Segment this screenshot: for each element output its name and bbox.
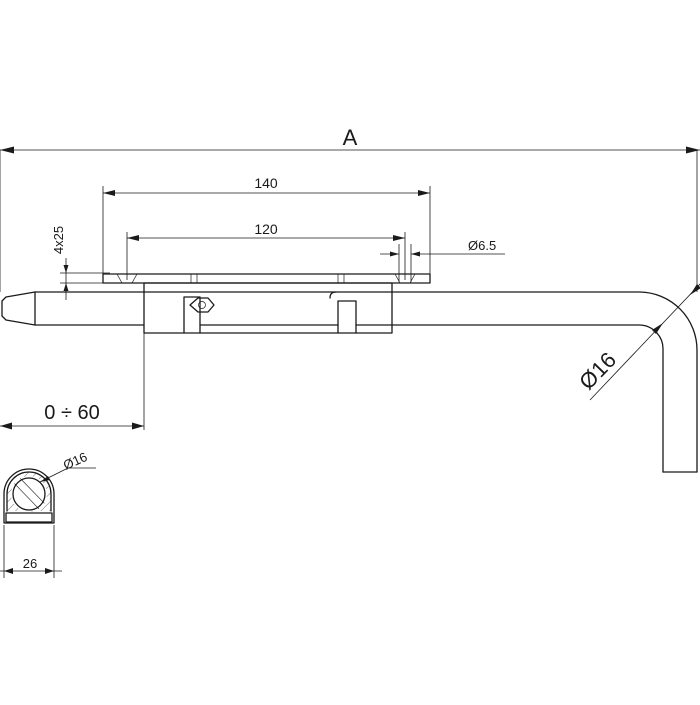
- dimension-overall-length: A: [0, 125, 700, 292]
- cross-section: Ø16 26: [0, 449, 96, 578]
- dimension-travel-label: 0 ÷ 60: [44, 402, 99, 424]
- dimension-hole-diameter: Ø6.5: [380, 238, 505, 282]
- dimension-bolt-diameter-label: Ø16: [574, 347, 621, 394]
- dimension-hole-diameter-label: Ø6.5: [468, 238, 496, 253]
- section-diameter-label: Ø16: [61, 449, 90, 473]
- dimension-hole-spacing-label: 120: [254, 221, 278, 237]
- section-width-label: 26: [23, 556, 37, 571]
- dimension-screws-label: 4x25: [51, 226, 66, 254]
- dimension-bolt-diameter: Ø16: [574, 283, 700, 401]
- dimension-travel: 0 ÷ 60: [0, 333, 145, 430]
- mounting-plate: [102, 273, 431, 284]
- dimension-overall-length-label: A: [343, 125, 358, 150]
- dimension-plate-length-label: 140: [254, 175, 278, 191]
- bolt-housing: [143, 282, 393, 334]
- dimension-screws: 4x25: [51, 226, 110, 300]
- dimension-plate-length: 140: [102, 175, 431, 280]
- dimension-hole-spacing: 120: [126, 221, 406, 280]
